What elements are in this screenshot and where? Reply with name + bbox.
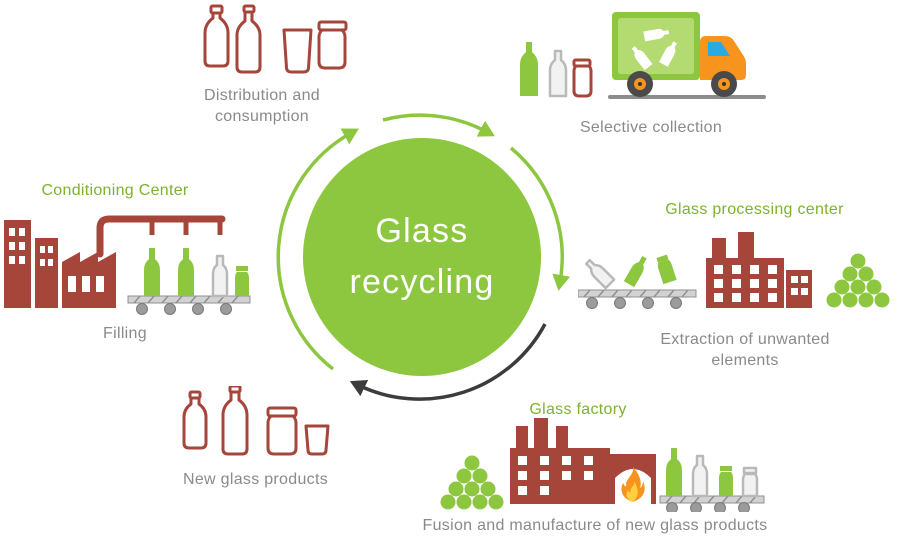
- label-distribution: Distribution and consumption: [204, 87, 320, 125]
- label-glass-factory: Glass factory: [529, 401, 627, 418]
- conveyor-icon: [578, 289, 697, 309]
- center-title-line1: Glass: [375, 212, 469, 250]
- new-bottles-on-belt-icon: [666, 448, 759, 498]
- cycle-arc-bottom: [349, 323, 547, 401]
- jar-icon: [317, 20, 348, 70]
- white-bottle-icon: [548, 49, 568, 98]
- center-title-line2: recycling: [349, 263, 495, 301]
- green-bottle-icon: [520, 42, 538, 96]
- distribution-bottles-icon: [203, 4, 348, 74]
- cycle-arc-right: [509, 146, 571, 291]
- selective-collection-icon: [520, 12, 766, 99]
- wheel-icon: [711, 71, 737, 97]
- cycle-arc-top-left: [382, 113, 495, 137]
- glass-cup-icon: [282, 28, 313, 74]
- dispenser-nozzles-icon: [149, 219, 223, 235]
- jar-icon: [266, 406, 298, 456]
- label-selective-collection: Selective collection: [579, 119, 723, 136]
- label-glass-processing-center: Glass processing center: [665, 201, 844, 218]
- label-filling: Filling: [103, 325, 147, 342]
- flame-icon: [621, 467, 645, 502]
- tall-bottle-icon: [221, 386, 249, 456]
- filling-pipe-icon: [96, 215, 226, 258]
- small-bottle-icon: [182, 390, 208, 450]
- tall-bottle-icon: [235, 4, 262, 74]
- glass-cup-icon: [304, 424, 330, 456]
- recycling-cycle-circle: Glass recycling: [303, 138, 541, 376]
- sauce-bottle-icon: [203, 4, 230, 68]
- label-conditioning-center: Conditioning Center: [41, 182, 189, 199]
- recycling-truck-icon: [612, 12, 746, 97]
- cullet-pyramid-icon: [826, 253, 890, 308]
- label-fusion: Fusion and manufacture of new glass prod…: [422, 517, 768, 534]
- processing-center-icon: [578, 232, 890, 309]
- waste-glass-on-belt-icon: [584, 254, 677, 290]
- wheel-icon: [627, 71, 653, 97]
- conveyor-icon: [659, 495, 765, 512]
- small-jar-icon: [572, 58, 593, 98]
- glass-factory-icon: [440, 418, 765, 512]
- label-extraction: Extraction of unwanted elements: [660, 331, 830, 369]
- conveyor-icon: [127, 295, 251, 315]
- truck-window: [708, 42, 730, 56]
- conditioning-center-icon: [4, 215, 251, 315]
- bottles-on-belt-icon: [144, 248, 249, 298]
- label-new-glass-products: New glass products: [182, 471, 329, 488]
- furnace-factory-icon: [510, 418, 656, 504]
- factory-icon: [4, 220, 116, 308]
- cycle-arc-left: [276, 128, 359, 371]
- factory-icon: [706, 232, 812, 308]
- cullet-pyramid-icon: [440, 455, 504, 510]
- new-glass-products-icon: [182, 386, 330, 456]
